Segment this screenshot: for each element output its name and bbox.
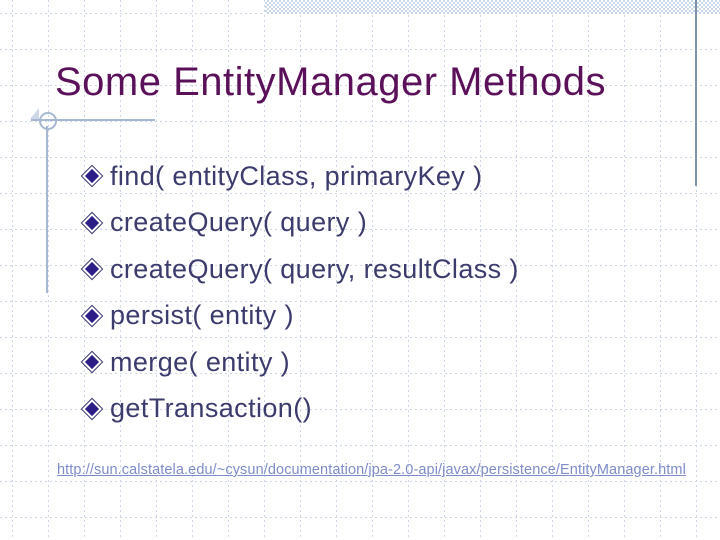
grid-line [696,0,697,540]
ornament-circle-icon [39,112,57,130]
grid-line [552,0,553,540]
bullet-list: find( entityClass, primaryKey ) createQu… [80,153,519,432]
bullet-text: createQuery( query ) [110,207,368,238]
top-hatched-band [265,0,720,14]
diamond-bullet-icon [84,355,100,370]
list-item: getTransaction() [80,386,519,433]
ornament-vertical-line [46,126,48,293]
list-item: createQuery( query, resultClass ) [80,246,519,293]
grid-line [408,0,409,540]
grid-line [12,0,13,540]
grid-line [624,0,625,540]
grid-line [300,0,301,540]
diamond-bullet-icon [84,262,100,277]
reference-link[interactable]: http://sun.calstatela.edu/~cysun/documen… [57,462,686,478]
ornament-triangle-icon [30,108,39,119]
diamond-bullet-icon [84,401,100,416]
bullet-text: persist( entity ) [110,300,294,331]
page-title: Some EntityManager Methods [55,60,607,104]
grid-line [336,0,337,540]
grid-line [0,517,720,518]
bullet-text: getTransaction() [110,393,312,424]
grid-line [120,0,121,540]
grid-line [660,0,661,540]
grid-line [588,0,589,540]
grid-line [0,193,720,194]
grid-line [228,0,229,540]
list-item: persist( entity ) [80,293,519,340]
grid-line [0,121,720,122]
grid-line [480,0,481,540]
diamond-bullet-icon [84,308,100,323]
grid-line [0,157,720,158]
grid-line [444,0,445,540]
list-item: merge( entity ) [80,339,519,386]
grid-line [156,0,157,540]
grid-line [516,0,517,540]
bullet-text: merge( entity ) [110,346,291,377]
grid-line [48,0,49,540]
grid-line [0,301,720,302]
bullet-text: find( entityClass, primaryKey ) [110,160,483,191]
grid-line [0,445,720,446]
grid-line [0,481,720,482]
grid-line [0,229,720,230]
grid-line [0,373,720,374]
grid-line [0,409,720,410]
grid-line [0,265,720,266]
grid-line [0,337,720,338]
grid-line [192,0,193,540]
grid-line [84,0,85,540]
list-item: createQuery( query ) [80,200,519,247]
diamond-bullet-icon [84,169,100,184]
grid-line [0,49,720,50]
list-item: find( entityClass, primaryKey ) [80,153,519,200]
bullet-text: createQuery( query, resultClass ) [110,253,519,284]
diamond-bullet-icon [84,215,100,230]
grid-line [372,0,373,540]
right-accent-line [695,0,697,186]
grid-line [0,85,720,86]
grid-line [264,0,265,540]
ornament-horizontal-line [31,119,155,121]
